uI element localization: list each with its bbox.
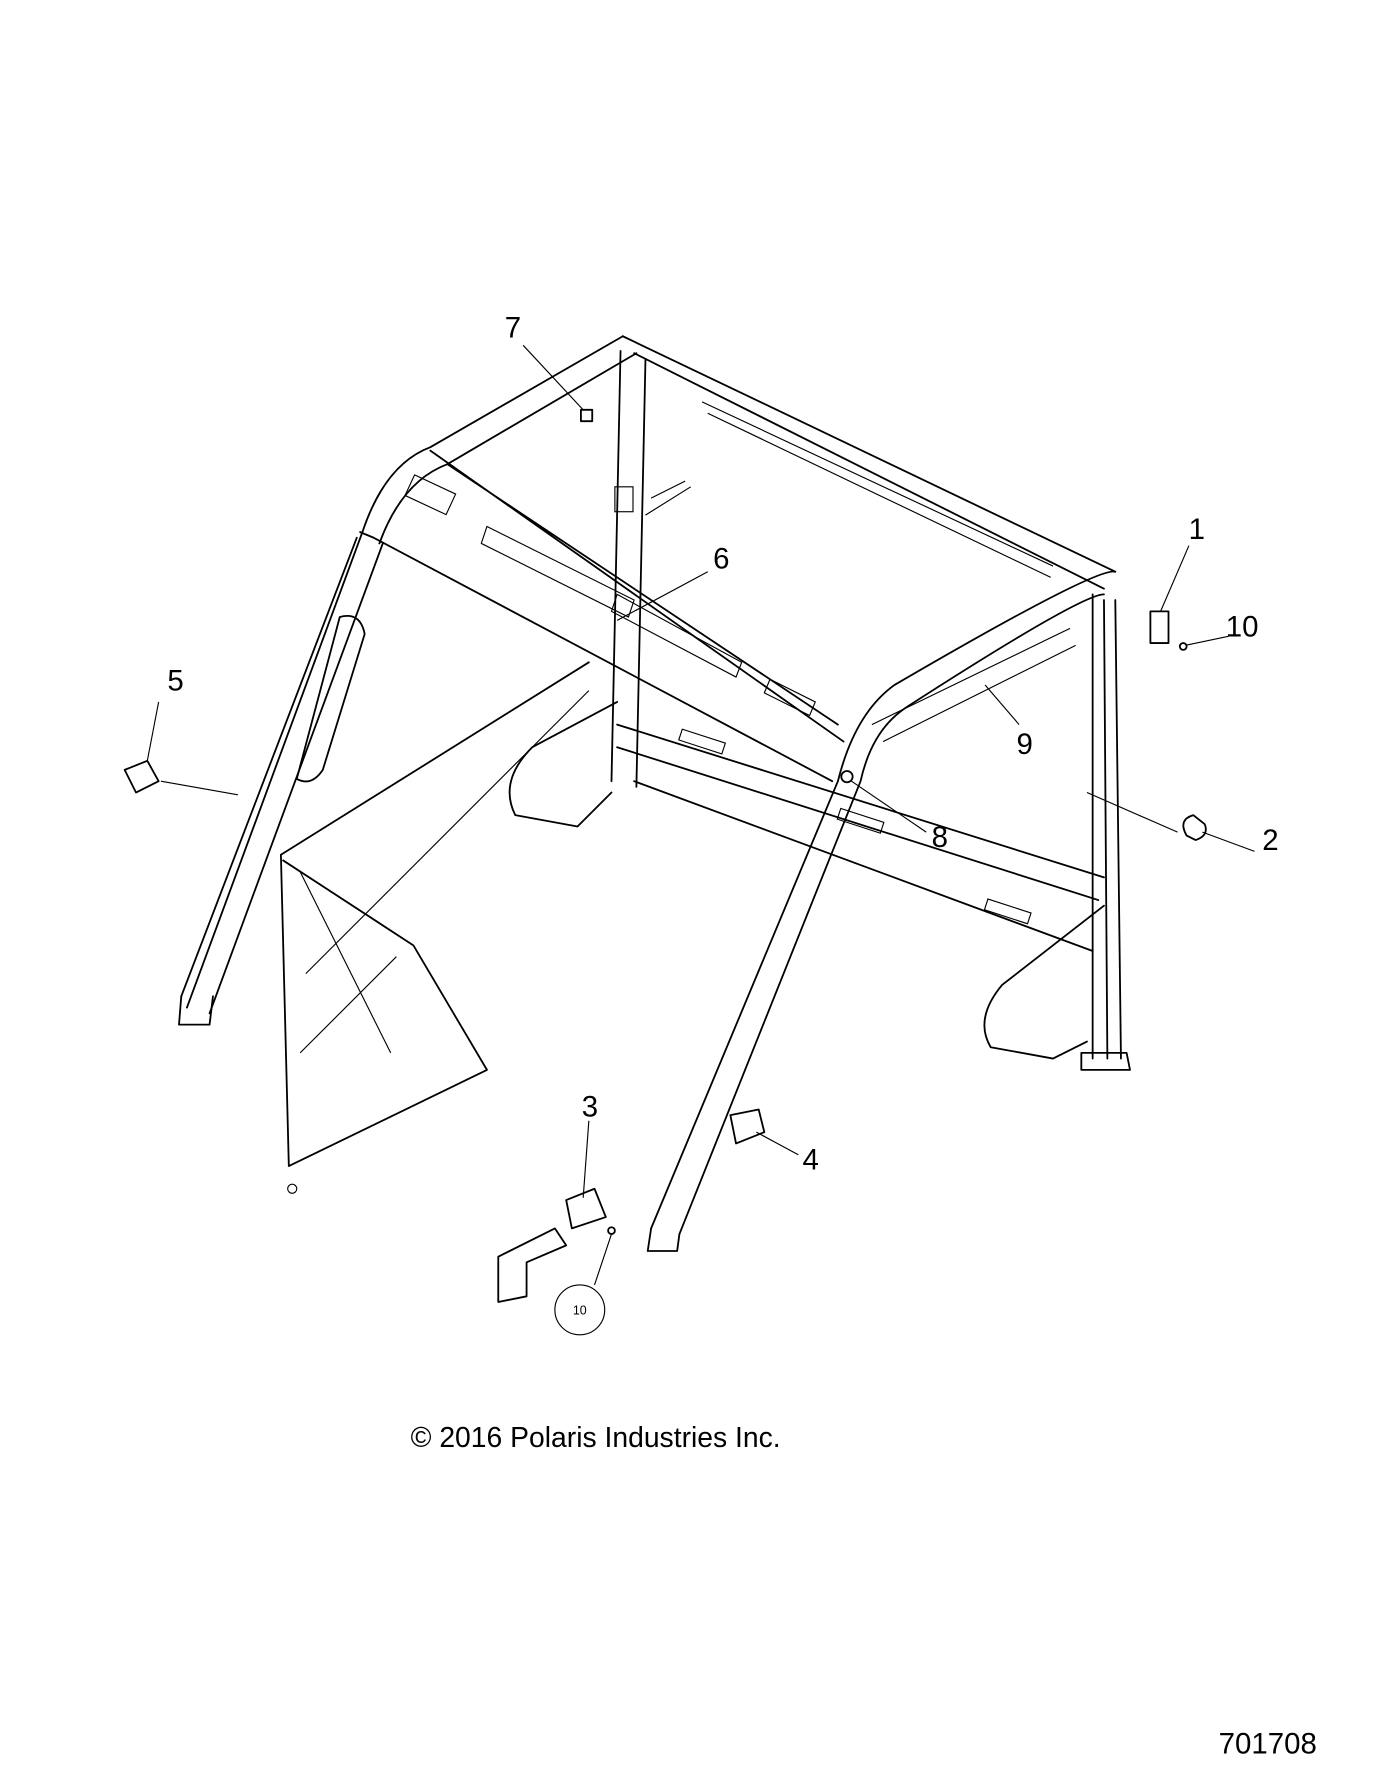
part-10-screw (1178, 642, 1188, 651)
callout-7: 7 (505, 311, 521, 344)
part-4-bumper (729, 1108, 766, 1145)
callout-6: 6 (713, 542, 729, 575)
figure-number: 701708 (1219, 1728, 1317, 1761)
callout-2: 2 (1262, 824, 1278, 857)
part-8-plug (840, 770, 854, 784)
callout-1: 1 (1189, 513, 1205, 546)
callout-10: 10 (1226, 610, 1259, 643)
callout-8: 8 (932, 821, 948, 854)
callout-5: 5 (167, 665, 183, 698)
callout-10-circle (554, 1284, 606, 1336)
part-shapes (123, 408, 1207, 1303)
callout-4: 4 (803, 1144, 819, 1177)
part-7-plug (580, 408, 594, 423)
callout-3: 3 (582, 1090, 598, 1123)
leader-lines (146, 344, 1255, 1286)
cage-frame (178, 335, 1131, 1252)
part-2-clip (1182, 814, 1207, 841)
part-5-handle (123, 759, 160, 794)
part-1-bracket (1149, 610, 1170, 644)
part-3-bracket (497, 1187, 607, 1303)
callout-10-circled: 10 (573, 1303, 587, 1317)
callout-9: 9 (1017, 728, 1033, 761)
part-10-screw-lower (607, 1226, 616, 1235)
callout-labels: 7 6 1 10 5 9 2 8 3 4 10 (167, 311, 1279, 1336)
copyright-text: © 2016 Polaris Industries Inc. (411, 1421, 781, 1453)
